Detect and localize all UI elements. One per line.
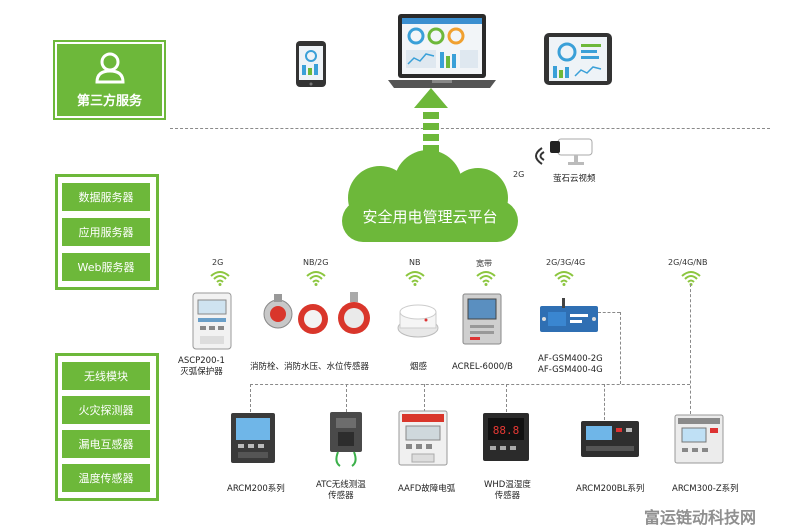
acrel-6000-panel-icon: [462, 293, 502, 345]
bottom-label-1: ATC无线测温 传感器: [316, 480, 366, 501]
device-label-3: ACREL-6000/B: [452, 362, 513, 372]
bus-drop-3: [506, 384, 507, 412]
module-item-temperature-sensor: 温度传感器: [62, 464, 150, 492]
bus-drop-4: [604, 384, 605, 420]
device-label-2: 烟感: [410, 362, 428, 372]
module-item-wireless: 无线模块: [62, 362, 150, 390]
bottom-label-3: WHD温湿度 传感器: [484, 480, 531, 501]
camera-wifi-icon: [535, 147, 545, 165]
module-item-leakage-sensor: 漏电互感器: [62, 430, 150, 458]
smoke-detector-icon: [397, 304, 439, 338]
whd-humidity-sensor-icon: 88.8: [483, 413, 529, 461]
wifi-icon: [476, 271, 496, 286]
module-item-fire-detector: 火灾探测器: [62, 396, 150, 424]
bus-line: [250, 384, 690, 385]
device-label-0: ASCP200-1 灭弧保护器: [178, 356, 225, 377]
laptop-icon: [388, 14, 496, 88]
device-label-1: 消防栓、消防水压、水位传感器: [250, 362, 370, 372]
module-panel: 无线模块 火灾探测器 漏电互感器 温度传感器: [55, 353, 159, 501]
third-party-box: 第三方服务: [55, 42, 164, 118]
server-item-web: Web服务器: [62, 253, 150, 281]
arcm200-meter-icon: [231, 413, 275, 463]
right-connector-v: [690, 284, 691, 414]
bottom-label-2: AAFD故障电弧: [398, 484, 456, 494]
wifi-icon: [405, 271, 425, 286]
net-label-2: NB: [409, 258, 421, 267]
cloud-platform-label: 安全用电管理云平台: [362, 208, 498, 226]
wifi-icon: [681, 271, 701, 286]
gsm-connector-v: [620, 312, 621, 384]
arcm300-z-meter-icon: [674, 414, 724, 464]
top-separator: [170, 128, 770, 129]
atc-wireless-temp-sensor-icon: [330, 412, 362, 467]
wifi-icon: [210, 271, 230, 286]
wifi-icon: [554, 271, 574, 286]
svg-text:88.8: 88.8: [493, 424, 520, 437]
user-icon: [95, 52, 125, 84]
server-panel: 数据服务器 应用服务器 Web服务器: [55, 174, 159, 290]
net-label-4: 2G/3G/4G: [546, 258, 586, 267]
cloud-platform-icon: [342, 150, 518, 242]
net-label-1: NB/2G: [303, 258, 329, 267]
bus-drop-1: [346, 384, 347, 412]
server-item-app: 应用服务器: [62, 218, 150, 246]
camera-icon: [550, 138, 593, 165]
tablet-icon: [544, 33, 612, 85]
bottom-label-0: ARCM200系列: [227, 484, 285, 494]
bus-drop-0: [250, 384, 251, 412]
watermark-text: 富运链动科技网: [644, 508, 757, 527]
bus-drop-2: [424, 384, 425, 412]
third-party-label: 第三方服务: [76, 94, 142, 109]
net-label-0: 2G: [212, 258, 224, 267]
hydrant-pressure-sensor-icon: [263, 292, 370, 334]
net-label-3: 宽带: [476, 259, 492, 268]
camera-network-label: 2G: [513, 170, 525, 179]
camera-label: 萤石云视频: [553, 174, 596, 184]
device-label-4: AF-GSM400-2G AF-GSM400-4G: [538, 354, 603, 375]
gsm-connector-h: [598, 312, 620, 313]
phone-icon: [296, 41, 326, 87]
arcm200bl-meter-icon: [581, 421, 639, 457]
server-item-data: 数据服务器: [62, 183, 150, 211]
bottom-label-4: ARCM200BL系列: [576, 484, 645, 494]
net-label-5: 2G/4G/NB: [668, 258, 708, 267]
upload-arrow-icon: [414, 88, 448, 152]
arc-protector-device-icon: [192, 292, 232, 350]
aafd-arc-fault-detector-icon: [398, 410, 448, 466]
wifi-icon: [306, 271, 326, 286]
gsm-module-icon: [540, 298, 598, 332]
bottom-label-5: ARCM300-Z系列: [672, 484, 739, 494]
